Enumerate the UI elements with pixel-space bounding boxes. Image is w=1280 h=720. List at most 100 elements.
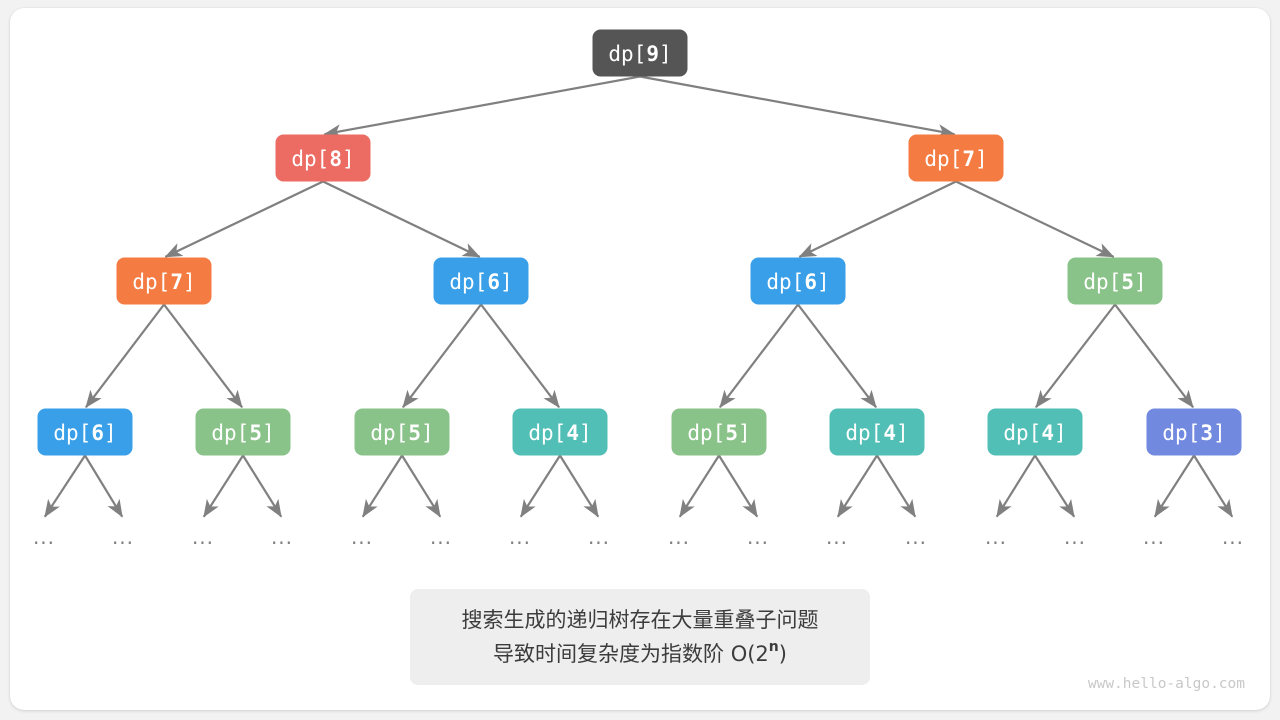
tree-node-label: dp[4] [845, 421, 908, 445]
tree-node-box[interactable] [512, 408, 608, 456]
tree-node-label: dp[5] [1083, 270, 1146, 294]
tree-edge [995, 454, 1036, 518]
tree-node[interactable]: dp[5] [354, 408, 450, 456]
tree-edge [164, 180, 324, 258]
tree-node-index: 7 [170, 270, 183, 294]
tree-ellipsis: ... [1222, 525, 1244, 549]
tree-node-index: 4 [1041, 421, 1054, 445]
tree-node-box[interactable] [671, 408, 767, 456]
tree-node-label: dp[6] [449, 270, 512, 294]
tree-node-index: 7 [962, 147, 975, 171]
tree-node[interactable]: dp[7] [116, 257, 212, 305]
tree-edge [955, 180, 1115, 258]
tree-node-index: 4 [566, 421, 579, 445]
tree-node[interactable]: dp[5] [195, 408, 291, 456]
tree-edge [559, 454, 600, 518]
tree-node-label: dp[5] [211, 421, 274, 445]
tree-node-label: dp[3] [1162, 421, 1225, 445]
tree-node-index: 5 [1121, 270, 1134, 294]
tree-ellipsis: ... [351, 525, 373, 549]
tree-node-box[interactable] [354, 408, 450, 456]
tree-node-index: 5 [725, 421, 738, 445]
tree-node[interactable]: dp[6] [433, 257, 529, 305]
tree-edge [519, 454, 561, 518]
tree-edge [401, 454, 442, 518]
tree-ellipsis: ... [747, 525, 769, 549]
tree-node[interactable]: dp[5] [671, 408, 767, 456]
tree-node-box[interactable] [195, 408, 291, 456]
tree-node-box[interactable] [1067, 257, 1163, 305]
tree-node[interactable]: dp[8] [275, 134, 371, 182]
tree-node-box[interactable] [592, 29, 688, 77]
tree-edge [876, 454, 917, 518]
tree-node-index: 5 [249, 421, 262, 445]
caption-line-2-suffix: ) [779, 642, 787, 666]
tree-edge [1035, 303, 1116, 409]
tree-node-label: dp[5] [370, 421, 433, 445]
tree-ellipsis-row: ........................................… [33, 525, 1244, 549]
tree-node-index: 5 [408, 421, 421, 445]
tree-node-box[interactable] [275, 134, 371, 182]
tree-node-label: dp[5] [687, 421, 750, 445]
caption-background [410, 589, 870, 685]
tree-edge [43, 454, 86, 518]
tree-node[interactable]: dp[4] [512, 408, 608, 456]
tree-node-box[interactable] [908, 134, 1004, 182]
watermark-url: www.hello-algo.com [1088, 676, 1245, 692]
tree-node[interactable]: dp[6] [37, 408, 133, 456]
tree-ellipsis: ... [1143, 525, 1165, 549]
tree-edge [836, 454, 878, 518]
tree-edge [323, 75, 641, 139]
tree-edge [718, 454, 759, 518]
tree-node-label: dp[4] [528, 421, 591, 445]
tree-ellipsis: ... [826, 525, 848, 549]
tree-edge [1193, 454, 1234, 518]
tree-edge [1034, 454, 1076, 518]
tree-node-label: dp[7] [132, 270, 195, 294]
tree-edge [480, 303, 560, 409]
tree-edge [797, 303, 877, 409]
tree-node-label: dp[8] [291, 147, 354, 171]
tree-node-box[interactable] [116, 257, 212, 305]
tree-node[interactable]: dp[4] [987, 408, 1083, 456]
tree-node[interactable]: dp[5] [1067, 257, 1163, 305]
tree-edge [1153, 454, 1195, 518]
caption-line-2: 导致时间复杂度为指数阶 O(2n) [493, 639, 787, 666]
tree-edge [798, 180, 957, 258]
tree-edge [202, 454, 244, 518]
tree-edge [84, 454, 124, 518]
tree-node[interactable]: dp[9] [592, 29, 688, 77]
tree-edge [639, 75, 956, 139]
tree-node-box[interactable] [829, 408, 925, 456]
tree-nodes: dp[9] dp[8] dp[7] dp[7] dp[6] dp[6] dp[5] dp[6]… [37, 29, 1242, 456]
tree-node-index: 6 [487, 270, 500, 294]
caption-line-1: 搜索生成的递归树存在大量重叠子问题 [462, 608, 819, 632]
tree-ellipsis: ... [905, 525, 927, 549]
tree-node[interactable]: dp[6] [750, 257, 846, 305]
tree-node-label: dp[4] [1003, 421, 1066, 445]
tree-node-box[interactable] [37, 408, 133, 456]
caption-line-2-prefix: 导致时间复杂度为指数阶 O(2 [493, 642, 769, 666]
tree-node[interactable]: dp[4] [829, 408, 925, 456]
tree-node[interactable]: dp[7] [908, 134, 1004, 182]
tree-edge [322, 180, 481, 258]
tree-ellipsis: ... [271, 525, 293, 549]
tree-node-box[interactable] [433, 257, 529, 305]
caption-panel: 搜索生成的递归树存在大量重叠子问题 导致时间复杂度为指数阶 O(2n) [410, 589, 870, 685]
tree-edge [242, 454, 283, 518]
tree-node-box[interactable] [750, 257, 846, 305]
tree-node-label: dp[6] [766, 270, 829, 294]
tree-edge [361, 454, 403, 518]
tree-node-box[interactable] [987, 408, 1083, 456]
tree-node-index: 3 [1200, 421, 1213, 445]
tree-ellipsis: ... [985, 525, 1007, 549]
tree-ellipsis: ... [588, 525, 610, 549]
tree-node[interactable]: dp[3] [1146, 408, 1242, 456]
tree-edge [402, 303, 482, 409]
tree-edge [85, 303, 165, 409]
tree-node-box[interactable] [1146, 408, 1242, 456]
tree-node-index: 6 [804, 270, 817, 294]
tree-ellipsis: ... [430, 525, 452, 549]
